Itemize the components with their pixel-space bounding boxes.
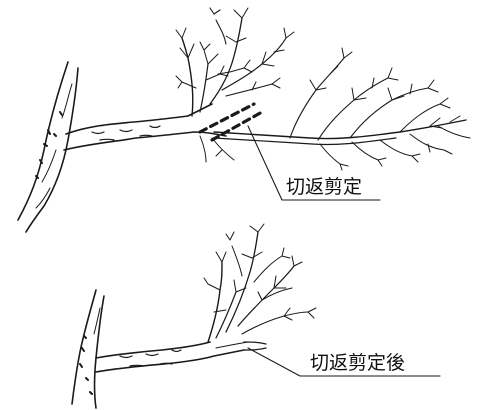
label-heading-back-cut: 切返剪定 xyxy=(286,176,362,198)
trunk-after xyxy=(71,289,105,409)
upper-crown-after xyxy=(225,223,317,335)
upper-crown-before xyxy=(209,7,295,105)
main-branch-before xyxy=(63,103,227,151)
main-branch-after xyxy=(95,341,249,373)
upright-leader-before xyxy=(175,27,229,117)
lateral-branch-before xyxy=(199,47,471,171)
leader-line-after-heading-back-cut xyxy=(247,347,441,377)
trunk-before xyxy=(17,61,79,233)
label-after-heading-back-cut: 切返剪定後 xyxy=(310,352,405,374)
leader-line-heading-back-cut xyxy=(247,125,381,201)
tree-after-pruning: 切返剪定後 xyxy=(71,223,441,409)
upright-leader-after xyxy=(203,251,247,343)
tree-before-pruning: 切返剪定 xyxy=(17,7,471,233)
pruned-stub xyxy=(243,341,267,351)
pruning-cut-marker xyxy=(198,102,264,142)
